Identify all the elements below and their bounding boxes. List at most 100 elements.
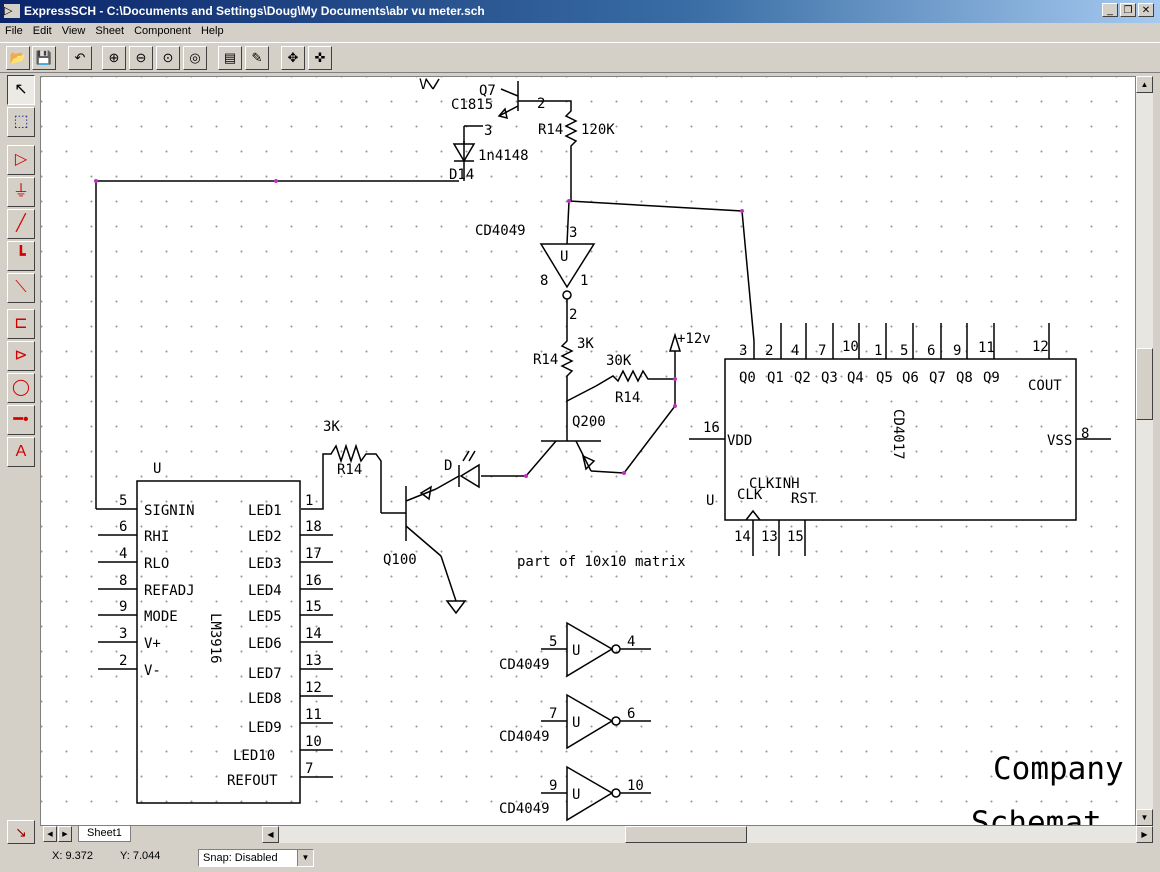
label-lm3916-ref: U bbox=[153, 461, 161, 477]
horizontal-scroll-thumb[interactable] bbox=[625, 826, 747, 843]
label-cd4017: CD4017 bbox=[890, 409, 906, 460]
pin-led7: LED7 bbox=[248, 666, 282, 682]
save-button[interactable]: 💾 bbox=[32, 46, 56, 70]
pin-vdd: VDD bbox=[727, 433, 752, 449]
pin-q3: Q3 bbox=[821, 370, 838, 386]
pin-number: 7 bbox=[549, 706, 557, 722]
undo-button[interactable]: ↶ bbox=[68, 46, 92, 70]
menu-help[interactable]: Help bbox=[200, 25, 224, 37]
pin-refout: REFOUT bbox=[227, 773, 278, 789]
snap-select[interactable]: Snap: Disabled▼ bbox=[198, 849, 314, 867]
module-port-tool[interactable]: ⊏ bbox=[7, 309, 35, 339]
pin-q1: Q1 bbox=[767, 370, 784, 386]
power-port-tool[interactable]: ⊳ bbox=[7, 341, 35, 371]
label-120k: 120K bbox=[581, 122, 615, 138]
resistor-30k bbox=[595, 369, 675, 387]
menu-sheet[interactable]: Sheet bbox=[95, 25, 125, 37]
restore-button[interactable]: ❐ bbox=[1120, 3, 1136, 17]
pin-number: U bbox=[572, 715, 580, 731]
ground-tool[interactable]: ⏚ bbox=[7, 177, 35, 207]
scroll-up-button[interactable]: ▲ bbox=[1136, 76, 1153, 93]
menu-file[interactable]: File bbox=[5, 25, 23, 37]
label-12v: +12v bbox=[677, 331, 711, 347]
label-r14-left: R14 bbox=[337, 462, 362, 478]
tab-prev-button[interactable]: ◀ bbox=[43, 826, 57, 842]
scroll-left-button[interactable]: ◀ bbox=[262, 826, 279, 843]
component-tool[interactable]: ▷ bbox=[7, 145, 35, 175]
pin-number: 3 bbox=[739, 343, 747, 359]
label-r14-mid: R14 bbox=[533, 352, 558, 368]
pin-q6: Q6 bbox=[902, 370, 919, 386]
close-button[interactable]: ✕ bbox=[1138, 3, 1154, 17]
pin-number: 7 bbox=[818, 343, 826, 359]
label-inv1: CD4049 bbox=[499, 657, 550, 673]
net-tool[interactable]: ↘ bbox=[7, 820, 35, 844]
pin-led6: LED6 bbox=[248, 636, 282, 652]
minimize-button[interactable]: _ bbox=[1102, 3, 1118, 17]
pin-number: 10 bbox=[305, 734, 322, 750]
chevron-down-icon[interactable]: ▼ bbox=[297, 850, 313, 866]
tab-next-button[interactable]: ▶ bbox=[58, 826, 72, 842]
pin-rst: RST bbox=[791, 491, 817, 507]
label-cd4049-top: CD4049 bbox=[475, 223, 526, 239]
select-tool[interactable]: ↖ bbox=[7, 75, 35, 105]
properties-button[interactable]: ▤ bbox=[218, 46, 242, 70]
wire-tool[interactable]: ╱ bbox=[7, 209, 35, 239]
label-q7-pin3: 3 bbox=[484, 123, 492, 139]
zoom-page-button[interactable]: ◎ bbox=[183, 46, 207, 70]
pin-led4: LED4 bbox=[248, 583, 282, 599]
vertical-scroll-thumb[interactable] bbox=[1136, 348, 1153, 420]
circle-tool[interactable]: ◯ bbox=[7, 373, 35, 403]
resistor-120k bbox=[541, 100, 578, 201]
pan-button[interactable]: ✜ bbox=[308, 46, 332, 70]
bus-tool[interactable]: ⟍ bbox=[7, 273, 35, 303]
schematic-canvas[interactable]: V Q7 C1815 2 3 R14 120K 1n4148 D14 CD404… bbox=[40, 76, 1136, 826]
pin-signin: SIGNIN bbox=[144, 503, 195, 519]
junction-dots bbox=[94, 179, 744, 478]
status-y: Y: 7.044 bbox=[120, 850, 161, 862]
label-30k: 30K bbox=[606, 353, 632, 369]
zoom-in-button[interactable]: ⊕ bbox=[102, 46, 126, 70]
scroll-right-button[interactable]: ▶ bbox=[1136, 826, 1153, 843]
label-matrix-note: part of 10x10 matrix bbox=[517, 554, 686, 570]
schematic-labels: V Q7 C1815 2 3 R14 120K 1n4148 D14 CD404… bbox=[119, 77, 1124, 825]
pin-number: 2 bbox=[119, 653, 127, 669]
label-inv-u: U bbox=[560, 249, 568, 265]
horizontal-scrollbar[interactable]: ◀ ▶ bbox=[262, 826, 1153, 843]
label-3k: 3K bbox=[577, 336, 594, 352]
label-inv-pin8: 8 bbox=[540, 273, 548, 289]
label-q7-pin2: 2 bbox=[537, 96, 545, 112]
vertical-scrollbar[interactable]: ▲ ▼ bbox=[1136, 76, 1153, 826]
menu-component[interactable]: Component bbox=[134, 25, 191, 37]
menu-view[interactable]: View bbox=[61, 25, 86, 37]
menu-edit[interactable]: Edit bbox=[32, 25, 52, 37]
move-button[interactable]: ✥ bbox=[281, 46, 305, 70]
label-q7: Q7 bbox=[479, 83, 496, 99]
window-controls: _❐✕ bbox=[1100, 3, 1154, 17]
pin-number: 12 bbox=[1032, 339, 1049, 355]
pin-number: 16 bbox=[305, 573, 322, 589]
scroll-down-button[interactable]: ▼ bbox=[1136, 809, 1153, 826]
pin-number: 1 bbox=[874, 343, 882, 359]
text-tool[interactable]: A bbox=[7, 437, 35, 467]
pin-number: 13 bbox=[305, 653, 322, 669]
zoom-out-button[interactable]: ⊖ bbox=[129, 46, 153, 70]
bus-entry-tool[interactable]: ┗ bbox=[7, 241, 35, 271]
pin-number: 3 bbox=[119, 626, 127, 642]
pin-number: 6 bbox=[927, 343, 935, 359]
zoom-fit-button[interactable]: ⊙ bbox=[156, 46, 180, 70]
open-button[interactable]: 📂 bbox=[6, 46, 30, 70]
pin-number: 2 bbox=[765, 343, 773, 359]
tab-sheet1[interactable]: Sheet1 bbox=[78, 826, 131, 842]
label-inv-pin1: 1 bbox=[580, 273, 588, 289]
pin-number: U bbox=[572, 787, 580, 803]
label-pin1: 1 bbox=[305, 493, 313, 509]
pin-q9: Q9 bbox=[983, 370, 1000, 386]
pin-number: 15 bbox=[305, 599, 322, 615]
edit-properties-button[interactable]: ✎ bbox=[245, 46, 269, 70]
pin-led1: LED1 bbox=[248, 503, 282, 519]
junction-tool[interactable]: ━• bbox=[7, 405, 35, 435]
pin-number: 5 bbox=[119, 493, 127, 509]
label-v: V bbox=[419, 77, 428, 93]
zoom-select-tool[interactable]: ⬚ bbox=[7, 107, 35, 137]
